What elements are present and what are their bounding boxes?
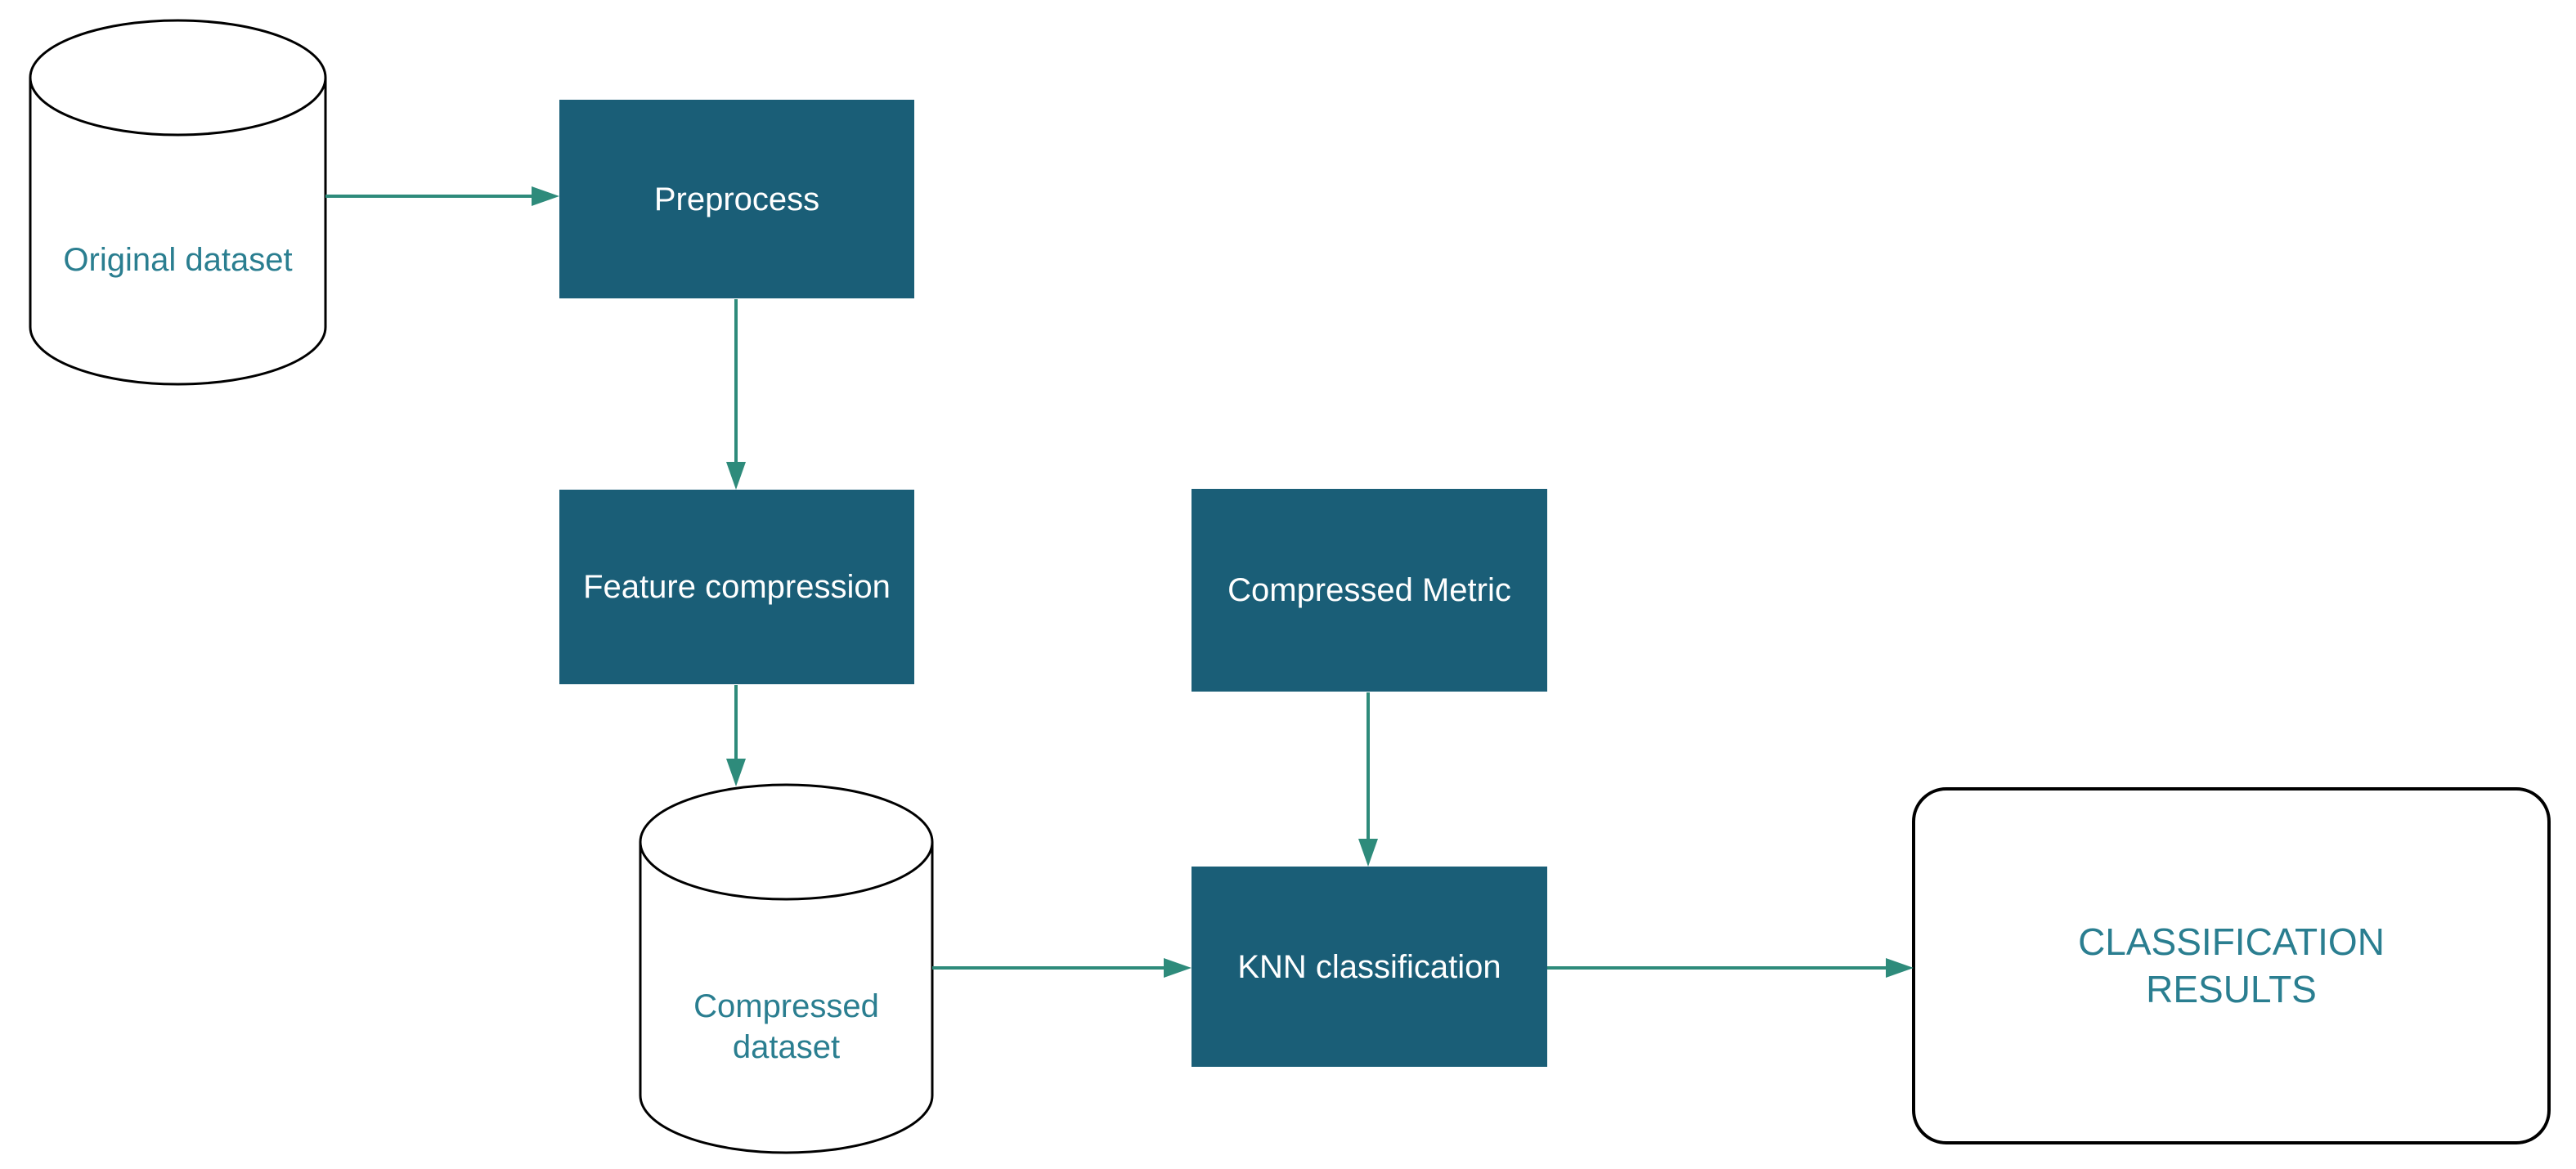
node-compressed-metric: Compressed Metric bbox=[1192, 489, 1547, 692]
arrowhead-icon bbox=[1358, 839, 1378, 867]
node-classification-results-label: CLASSIFICATION RESULTS bbox=[2078, 920, 2385, 1010]
arrowhead-icon bbox=[726, 759, 746, 786]
arrow-original-dataset-to-preprocess bbox=[325, 186, 559, 206]
original-dataset-cylinder-body bbox=[29, 78, 327, 386]
classification-results-box bbox=[1912, 787, 2551, 1144]
compressed-dataset-cylinder-body bbox=[639, 842, 934, 1154]
compressed-dataset-cylinder bbox=[639, 783, 934, 1154]
node-classification-results: CLASSIFICATION RESULTS bbox=[1914, 789, 2549, 1143]
node-compressed-dataset-label: Compressed dataset bbox=[693, 988, 879, 1065]
arrow-compressed-metric-to-knn-classification bbox=[1358, 692, 1378, 867]
node-knn-classification: KNN classification bbox=[1192, 867, 1547, 1067]
node-feature-compression-label: Feature compression bbox=[583, 569, 891, 605]
arrow-compressed-dataset-to-knn-classification bbox=[932, 958, 1192, 978]
node-preprocess-label: Preprocess bbox=[653, 181, 820, 217]
arrowhead-icon bbox=[726, 462, 746, 490]
compressed-dataset-cylinder-top bbox=[639, 783, 934, 901]
node-feature-compression: Feature compression bbox=[559, 490, 914, 684]
arrow-knn-classification-to-classification-results bbox=[1547, 958, 1914, 978]
arrowhead-icon bbox=[1164, 958, 1192, 978]
node-knn-classification-label: KNN classification bbox=[1237, 948, 1501, 985]
original-dataset-cylinder-top bbox=[29, 19, 327, 137]
node-preprocess: Preprocess bbox=[559, 100, 914, 298]
arrow-feature-compression-to-compressed-dataset bbox=[726, 685, 746, 786]
arrow-preprocess-to-feature-compression bbox=[726, 299, 746, 490]
original-dataset-cylinder bbox=[29, 19, 327, 386]
arrowhead-icon bbox=[1886, 958, 1914, 978]
arrowhead-icon bbox=[532, 186, 559, 206]
node-original-dataset-label: Original dataset bbox=[63, 242, 293, 278]
node-compressed-metric-label: Compressed Metric bbox=[1227, 572, 1511, 608]
